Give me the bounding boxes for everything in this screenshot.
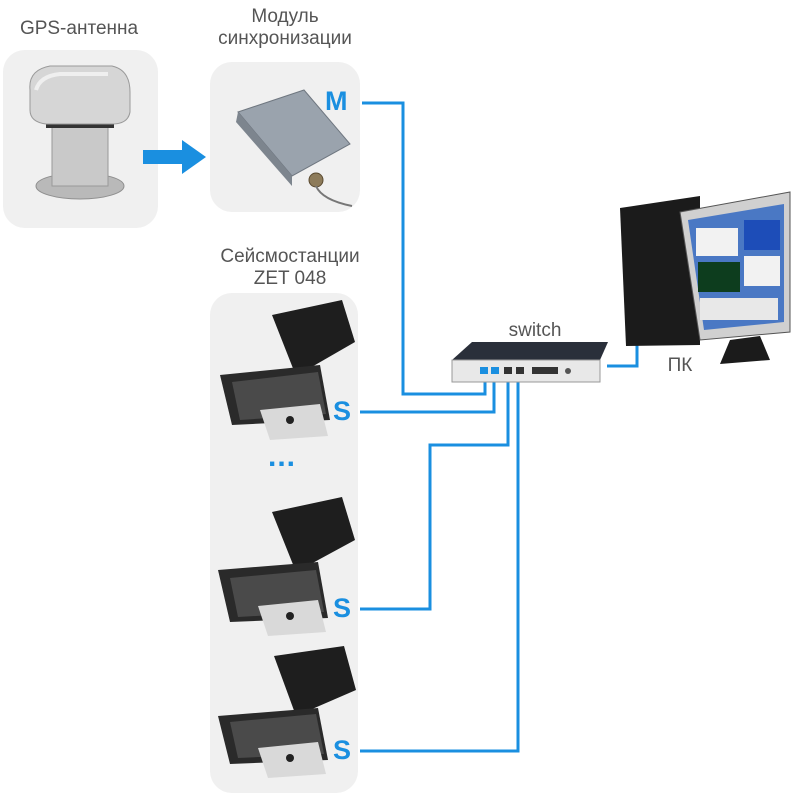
seismic-stations-label-line1: Сейсмостанции bbox=[220, 246, 360, 267]
sync-module-label-line1: Модуль bbox=[251, 6, 319, 27]
sync-module-icon bbox=[236, 89, 353, 207]
wire-station1-to-switch bbox=[360, 373, 496, 414]
network-switch-icon bbox=[451, 342, 608, 383]
gps-to-module-arrow bbox=[143, 140, 206, 174]
wire-station2-to-switch bbox=[360, 373, 510, 611]
switch-label: switch bbox=[508, 320, 562, 341]
seismic-station-3-icon bbox=[218, 646, 356, 778]
gps-antenna-label: GPS-антенна bbox=[19, 18, 139, 39]
station-2-tag: S bbox=[333, 593, 352, 623]
seismic-station-2-icon bbox=[218, 497, 355, 636]
station-1-tag: S bbox=[333, 396, 352, 426]
seismic-station-1-icon bbox=[220, 300, 355, 440]
wire-station3-to-switch bbox=[360, 373, 520, 753]
master-tag: M bbox=[325, 86, 348, 116]
wire-switch-to-pc bbox=[607, 340, 639, 368]
gps-antenna-icon bbox=[29, 65, 131, 200]
pc-icon bbox=[620, 191, 791, 364]
more-stations-ellipsis: ... bbox=[268, 440, 297, 473]
sync-module-label-line2: синхронизации bbox=[218, 28, 352, 49]
seismic-stations-label-line2: ZET 048 bbox=[253, 268, 327, 289]
pc-label: ПК bbox=[667, 355, 693, 376]
station-3-tag: S bbox=[333, 735, 352, 765]
network-wires bbox=[360, 101, 639, 753]
wire-module-to-switch bbox=[362, 101, 487, 396]
